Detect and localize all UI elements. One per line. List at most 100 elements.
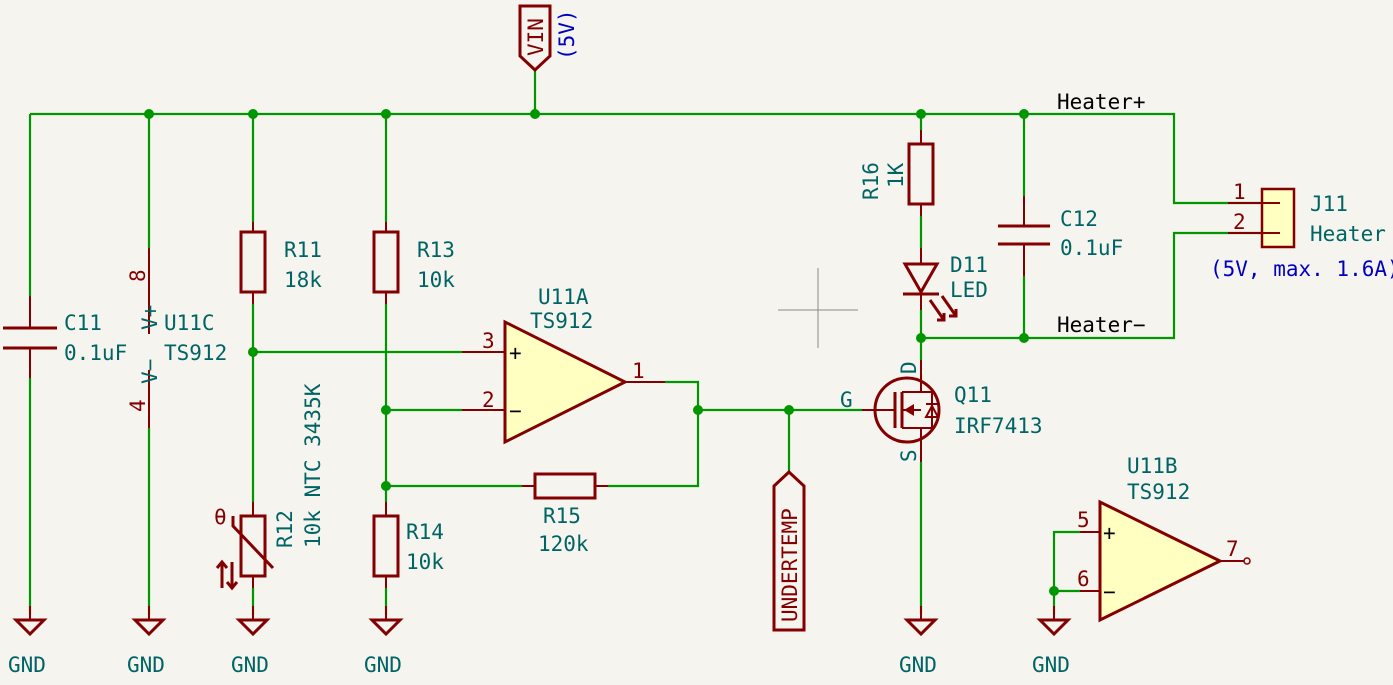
r11-value: 18k [284, 268, 322, 292]
u11c-vplus-label: V+ [138, 305, 162, 330]
d11-light-arrow [928, 299, 946, 321]
r11-body [239, 230, 267, 294]
junction-dot [784, 405, 794, 415]
undertemp-flag-shape [772, 469, 806, 632]
thermistor-r12[interactable]: θ R12 10k NTC 3435K [214, 383, 325, 591]
wires [28, 70, 1262, 615]
u11c-vminus-label: V− [138, 359, 162, 384]
u11b-pin5-number: 5 [1077, 508, 1090, 532]
gnd-triangle [131, 618, 167, 637]
heater-minus-wire [921, 231, 1262, 340]
junction-dot [381, 481, 391, 491]
connector-j11[interactable]: 1 2 J11 Heater (5V, max. 1.6A) [1210, 180, 1393, 281]
gnd-triangle [368, 618, 404, 637]
opamp-u11c[interactable]: 8 V+ V− 4 U11C TS912 [126, 248, 227, 428]
junction-dot [530, 109, 540, 119]
capacitor-c12[interactable]: C12 0.1uF [998, 196, 1123, 276]
gnd-label: GND [364, 653, 402, 677]
u11a-triangle [503, 319, 629, 445]
junction-dot [916, 109, 926, 119]
junction-dot [916, 333, 926, 343]
u11c-pin4-number: 4 [126, 399, 150, 412]
u11b-pin6-number: 6 [1077, 567, 1090, 591]
c12-value: 0.1uF [1060, 236, 1123, 260]
gnd-symbol[interactable]: GND [899, 606, 939, 677]
c12-ref: C12 [1060, 207, 1098, 231]
capacitor-c11[interactable]: C11 0.1uF [3, 296, 127, 378]
gnd-triangle [1036, 618, 1072, 637]
j11-note: (5V, max. 1.6A) [1210, 257, 1393, 281]
u11a-pin1-number: 1 [632, 359, 645, 383]
gnd-symbols: GND GND GND GND GND GND [8, 606, 1072, 677]
resistor-r13[interactable]: R13 10k [372, 222, 455, 304]
opamp-u11b[interactable]: 5 6 7 + − U11B TS912 [1077, 454, 1251, 623]
undertemp-text: UNDERTEMP [778, 508, 802, 622]
u11a-value: TS912 [530, 309, 593, 333]
resistor-r14[interactable]: R14 10k [372, 502, 444, 588]
u11a-pin3-number: 3 [482, 329, 495, 353]
r16-value: 1K [884, 162, 908, 188]
u11b-pin7-number: 7 [1226, 537, 1239, 561]
j11-body [1260, 187, 1296, 249]
u11b-value: TS912 [1127, 480, 1190, 504]
junction-dot [1019, 333, 1029, 343]
d11-value: LED [950, 278, 988, 302]
u11b-triangle [1098, 499, 1224, 623]
mosfet-q11[interactable]: G D S Q11 IRF7413 [840, 360, 1043, 462]
undertemp-label[interactable]: UNDERTEMP [772, 469, 806, 632]
net-label-heater-plus: Heater+ [1057, 90, 1146, 114]
gnd-label: GND [127, 653, 165, 677]
r14-value: 10k [406, 550, 444, 574]
r12-arrow-down-head [225, 581, 239, 591]
c11-value: 0.1uF [64, 341, 127, 365]
resistor-r11[interactable]: R11 18k [239, 222, 322, 304]
gnd-symbol[interactable]: GND [127, 606, 167, 677]
d11-triangle [902, 262, 940, 296]
vin-power-flag[interactable]: VIN (5V) [518, 4, 579, 73]
junction-dot [693, 405, 703, 415]
q11-pin-g: G [840, 388, 853, 412]
r12-theta-symbol: θ [214, 505, 227, 529]
q11-ref: Q11 [954, 383, 992, 407]
r12-ref: R12 [273, 510, 297, 548]
q11-value: IRF7413 [954, 414, 1043, 438]
gnd-label: GND [8, 653, 46, 677]
r12-value: 10k NTC 3435K [301, 383, 325, 548]
vin-flag-shape [518, 4, 552, 73]
gnd-triangle [903, 618, 939, 637]
u11c-value: TS912 [164, 341, 227, 365]
r15-ref: R15 [543, 504, 581, 528]
j11-value: Heater [1310, 222, 1386, 246]
u11a-pin2-number: 2 [482, 388, 495, 412]
r13-ref: R13 [417, 238, 455, 262]
d11-light-arrow [940, 295, 958, 317]
u11b-nc-marker [1243, 557, 1251, 565]
led-d11[interactable]: D11 LED [902, 248, 988, 322]
r12-ntc-slash [231, 516, 275, 570]
r11-ref: R11 [284, 238, 322, 262]
j11-ref: J11 [1310, 192, 1348, 216]
resistor-r15[interactable]: R15 120k [522, 472, 608, 556]
u11b-ref: U11B [1127, 454, 1178, 478]
cursor-crosshair [778, 268, 858, 348]
gnd-symbol[interactable]: GND [364, 606, 404, 677]
gnd-symbol[interactable]: GND [8, 606, 48, 677]
resistor-r16[interactable]: R16 1K [859, 130, 935, 216]
u11b-plus-sign: + [1103, 521, 1116, 545]
gnd-triangle [12, 618, 48, 637]
gnd-label: GND [231, 653, 269, 677]
gnd-label: GND [899, 653, 937, 677]
u11b-minus-sign: − [1103, 580, 1116, 604]
gnd-symbol[interactable]: GND [231, 606, 271, 677]
r13-body [372, 230, 400, 294]
vin-note: (5V) [555, 9, 579, 60]
junction-dot [381, 109, 391, 119]
r13-value: 10k [417, 268, 455, 292]
r12-arrow-up-head [215, 559, 229, 569]
opamp-u11a[interactable]: 3 2 1 + − U11A TS912 [462, 285, 665, 445]
d11-ref: D11 [950, 253, 988, 277]
u11c-pin8-number: 8 [126, 269, 150, 282]
q11-diode [924, 403, 940, 418]
gnd-symbol[interactable]: GND [1032, 606, 1072, 677]
r16-body [907, 142, 935, 206]
